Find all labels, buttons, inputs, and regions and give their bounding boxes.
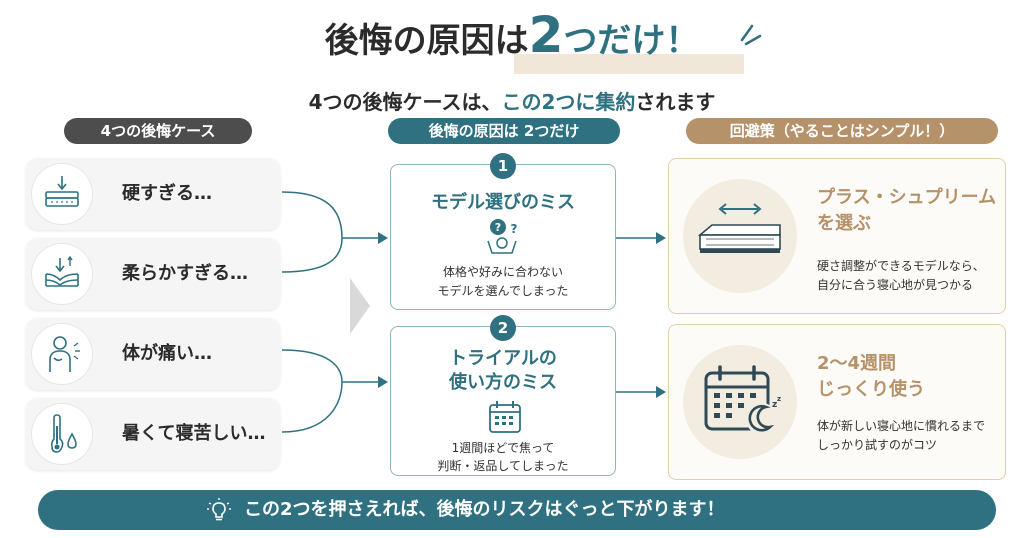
cause-box-1: 1 モデル選びのミス ? ? 体格や好みに合わない モデルを選んでしまった xyxy=(390,153,616,310)
case-label: 柔らかすぎる… xyxy=(122,263,248,284)
case-label: 硬すぎる… xyxy=(122,183,212,204)
title-highlight-bar xyxy=(514,54,744,74)
causes-header: 後悔の原因は 2つだけ xyxy=(388,118,620,144)
solution-desc-line1: 体が新しい寝心地に慣れるまで xyxy=(817,419,986,433)
solution-box-2: z z 2〜4週間 じっくり使う 体が新しい寝心地に慣れるまで しっかり試すのが… xyxy=(668,324,1006,480)
cause-number-badge: 1 xyxy=(490,153,516,179)
calendar-icon xyxy=(489,401,521,433)
svg-text:?: ? xyxy=(495,221,501,234)
cause-title-line1: トライアルの xyxy=(449,348,557,369)
cause-title-line2: 使い方のミス xyxy=(449,372,557,393)
cause-desc-line1: 体格や好みに合わない xyxy=(442,265,563,279)
sparkle-lines-icon xyxy=(740,24,762,46)
big-chevron-arrow xyxy=(350,278,370,334)
solutions-header: 回避策（やることはシンプル！） xyxy=(686,118,998,144)
cause-desc-line1: 1週間ほどで焦って xyxy=(451,441,555,455)
case-card-2: 柔らかすぎる… xyxy=(26,238,280,310)
bottom-message-bar: この2つを押さえれば、後悔のリスクはぐっと下がります！ xyxy=(38,490,996,530)
title-exclaim: ！ xyxy=(665,21,700,61)
confused-person-icon: ? ? xyxy=(487,219,518,254)
solution-icon-circle xyxy=(683,179,797,293)
connector-case-1 xyxy=(281,191,343,239)
connector-lines xyxy=(281,191,666,433)
solution-desc-line2: 自分に合う寝心地が見つかる xyxy=(817,278,974,292)
solution-box-1: プラス・シュプリーム を選ぶ 硬さ調整ができるモデルなら、 自分に合う寝心地が見… xyxy=(668,158,1006,314)
case-card-4: 暑くて寝苦しい… xyxy=(26,398,280,470)
solution-title-line2: じっくり使う xyxy=(817,379,925,400)
hot-thermometer-icon xyxy=(50,414,77,453)
case-icon-circle xyxy=(32,324,92,384)
case-icon-circle xyxy=(32,164,92,224)
cause-title: モデル選びのミス xyxy=(431,192,575,213)
cause-desc-line2: 判断・返品してしまった xyxy=(437,459,569,473)
solution-title-line2: を選ぶ xyxy=(817,213,871,234)
solution-title-line1: プラス・シュプリーム xyxy=(817,187,997,208)
cases-header: 4つの後悔ケース xyxy=(64,118,252,144)
subtitle-prefix: 4つの後悔ケースは、 xyxy=(308,90,502,114)
arrow-to-cause-2 xyxy=(378,376,388,388)
connector-case-4 xyxy=(281,381,343,433)
case-label: 暑くて寝苦しい… xyxy=(122,423,266,444)
calendar-sleep-icon: z z xyxy=(704,365,781,435)
subtitle-highlight: この2つに集約 xyxy=(501,90,636,114)
cause-desc-line2: モデルを選んでしまった xyxy=(437,284,569,298)
connector-case-2 xyxy=(281,237,343,273)
case-card-1: 硬すぎる… xyxy=(26,158,280,230)
case-icon-circle xyxy=(32,244,92,304)
cause-box-2: 2 トライアルの 使い方のミス 1週間ほどで焦って 判断・返品してしまった xyxy=(390,315,616,476)
arrow-to-cause-1 xyxy=(378,232,388,244)
arrow-to-solution-2 xyxy=(656,386,666,398)
hard-mattress-icon xyxy=(45,176,79,207)
solution-icon-circle: z z xyxy=(683,345,797,459)
svg-text:z: z xyxy=(772,400,777,410)
subtitle: 4つの後悔ケースは、この2つに集約されます xyxy=(0,86,1024,115)
soft-mattress-icon xyxy=(45,255,79,287)
svg-text:z: z xyxy=(777,395,781,403)
case-label: 体が痛い… xyxy=(122,343,212,364)
title-suffix: つだけ xyxy=(563,21,666,61)
page-title: 後悔の原因は2つだけ！ xyxy=(0,6,1024,64)
lightbulb-icon xyxy=(207,498,231,521)
solution-title-line1: 2〜4週間 xyxy=(817,353,897,374)
solution-desc-line2: しっかり試すのがコツ xyxy=(817,438,938,452)
body-pain-icon xyxy=(49,336,80,372)
bottom-message: この2つを押さえれば、後悔のリスクはぐっと下がります！ xyxy=(244,499,725,520)
subtitle-suffix: されます xyxy=(635,90,716,114)
title-block: 後悔の原因は2つだけ！ xyxy=(0,6,1024,80)
title-number: 2 xyxy=(528,6,564,64)
title-prefix: 後悔の原因は xyxy=(324,21,529,61)
case-icon-circle xyxy=(32,404,92,464)
svg-text:?: ? xyxy=(511,222,518,236)
connector-case-3 xyxy=(281,349,343,383)
arrow-to-solution-1 xyxy=(656,232,666,244)
solution-desc-line1: 硬さ調整ができるモデルなら、 xyxy=(817,259,985,273)
case-card-3: 体が痛い… xyxy=(26,318,280,390)
cause-number-badge: 2 xyxy=(490,315,516,341)
adjustable-mattress-icon xyxy=(697,203,781,253)
